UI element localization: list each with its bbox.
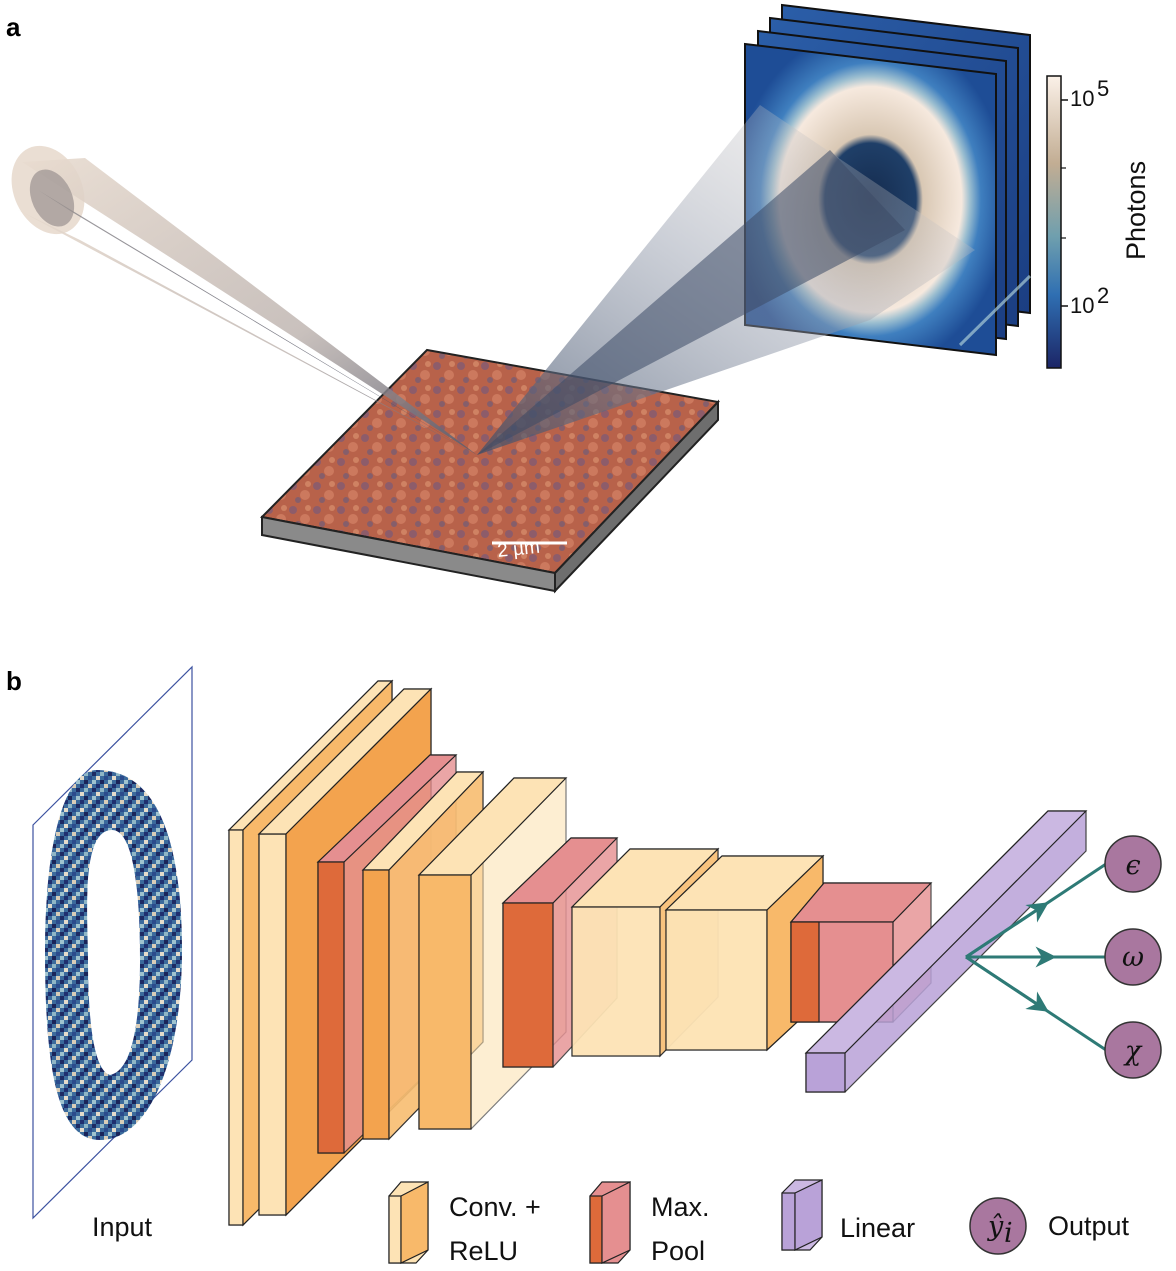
legend: Conv. + ReLU Max. Pool Linear ŷ i Output xyxy=(388,1179,1130,1266)
pool-layer-3 xyxy=(789,882,933,1023)
colorbar-tick-high-exp: 5 xyxy=(1097,76,1109,101)
input-plane xyxy=(32,665,193,1220)
legend-conv-line1: Conv. + xyxy=(449,1192,541,1222)
input-image: Input xyxy=(32,665,193,1242)
scale-bar-label: 2 µm xyxy=(496,537,541,562)
colorbar-tick-low-exp: 2 xyxy=(1097,283,1109,308)
output-node-epsilon: ϵ xyxy=(1104,835,1162,893)
output-chi-label: χ xyxy=(1123,1036,1143,1067)
legend-pool-icon xyxy=(589,1181,631,1264)
legend-output-icon: ŷ i xyxy=(969,1197,1027,1255)
scattered-beam xyxy=(477,105,975,455)
legend-pool-line2: Pool xyxy=(651,1236,705,1266)
legend-pool-line1: Max. xyxy=(651,1192,710,1222)
input-label: Input xyxy=(92,1212,153,1242)
legend-output-label: Output xyxy=(1048,1211,1130,1241)
colorbar: 10 5 10 2 Photons xyxy=(1046,75,1151,369)
legend-linear-label: Linear xyxy=(840,1213,915,1243)
output-node-omega: ω xyxy=(1104,928,1162,986)
panel-a-label: a xyxy=(6,12,21,42)
colorbar-tick-high-base: 10 xyxy=(1070,86,1094,111)
legend-conv-line2: ReLU xyxy=(449,1236,518,1266)
legend-linear-icon xyxy=(781,1179,823,1251)
output-arrows xyxy=(965,862,1107,1052)
sample-side-right xyxy=(554,399,719,594)
incident-beam xyxy=(11,145,477,455)
colorbar-gradient xyxy=(1046,75,1062,369)
output-omega-label: ω xyxy=(1122,942,1144,973)
legend-output-symbol: ŷ xyxy=(987,1211,1004,1242)
input-ring xyxy=(45,770,182,1140)
output-epsilon-label: ϵ xyxy=(1125,850,1140,881)
output-node-chi: χ xyxy=(1104,1021,1162,1079)
conv-layer-3 xyxy=(570,847,825,1058)
panel-b-label: b xyxy=(6,666,22,696)
linear-layer xyxy=(804,810,1088,1093)
colorbar-title: Photons xyxy=(1121,161,1151,260)
colorbar-tick-low-base: 10 xyxy=(1070,293,1094,318)
legend-output-subscript: i xyxy=(1004,1218,1013,1249)
legend-conv-icon xyxy=(388,1181,429,1264)
